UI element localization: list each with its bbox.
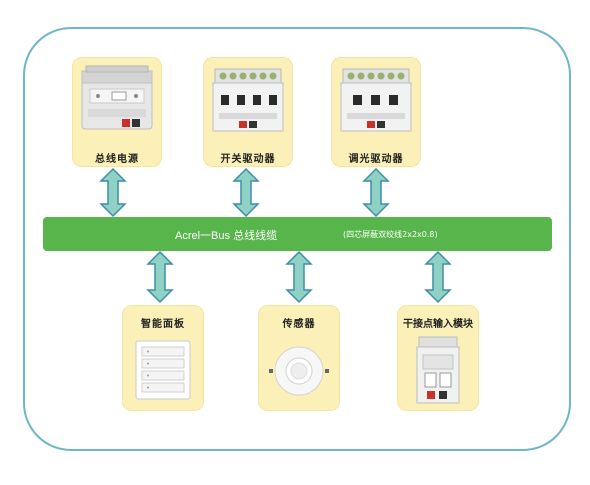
module-label: 开关驱动器 (220, 154, 276, 165)
dimmer-driver-device-image (340, 68, 412, 132)
module-label: 调光驱动器 (348, 154, 404, 165)
connector-arrow-bus-power (99, 167, 127, 218)
dry-contact-device-image (416, 336, 460, 404)
module-label: 智能面板 (141, 319, 185, 330)
bus-subtitle: (四芯屏蔽双绞线2x2x0.8) (343, 230, 438, 239)
module-label: 干接点输入模块 (403, 319, 473, 330)
acrel-bus: Acrel一Bus 总线线缆 (四芯屏蔽双绞线2x2x0.8) (43, 217, 552, 251)
connector-arrow-smart-panel (146, 250, 174, 304)
bus-title: Acrel一Bus 总线线缆 (175, 230, 278, 242)
module-dimmer-driver: 调光驱动器 (331, 57, 421, 167)
module-sensor: 传感器 (258, 305, 340, 411)
module-switch-driver: 开关驱动器 (203, 57, 293, 167)
module-label: 传感器 (282, 319, 316, 330)
switch-driver-device-image (212, 68, 284, 132)
connector-arrow-switch-driver (232, 167, 260, 218)
connector-arrow-dimmer-driver (362, 167, 390, 218)
bus-power-device-image (81, 65, 153, 130)
connector-arrow-dry-contact (424, 250, 452, 304)
connector-arrow-sensor (285, 250, 313, 304)
module-smart-panel: 智能面板 (122, 305, 204, 411)
module-label: 总线电源 (95, 154, 139, 165)
sensor-device-image (269, 346, 329, 396)
module-bus-power: 总线电源 (72, 57, 162, 167)
module-dry-contact-input: 干接点输入模块 (397, 305, 479, 411)
smart-panel-device-image (135, 340, 191, 400)
